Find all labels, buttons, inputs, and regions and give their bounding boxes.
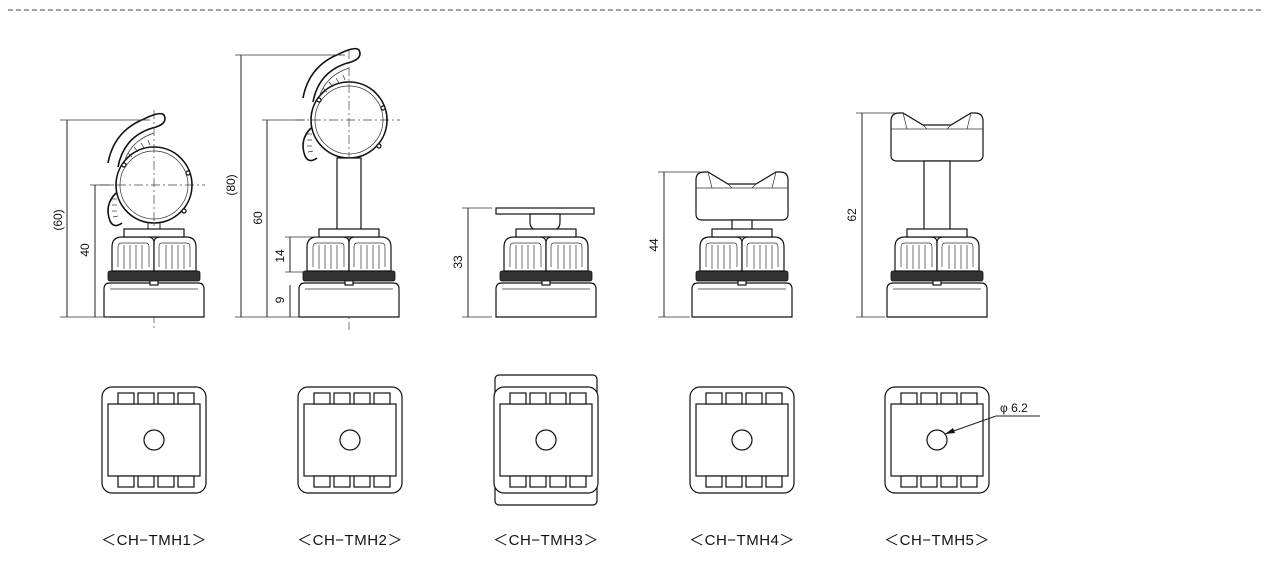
tmh1-dim-60: (60) [51, 209, 65, 230]
tmh2-top-view [297, 386, 403, 494]
tmh2-dim-14: 14 [273, 249, 287, 263]
label-tmh2: ＜CH−TMH2＞ [297, 532, 403, 549]
tmh2-dim-60: 60 [251, 211, 265, 225]
label-tmh5: ＜CH−TMH5＞ [884, 532, 990, 549]
tmh4-side-view: 44 [647, 171, 793, 318]
tmh2-dim-80: (80) [224, 174, 238, 195]
tmh3-dim-33: 33 [451, 255, 465, 269]
tmh5-dim-62: 62 [845, 208, 859, 222]
tmh2-dim-9: 9 [273, 296, 287, 303]
tmh4-top-view [689, 386, 795, 494]
tmh3-side-view: 33 [451, 207, 597, 318]
tmh1-dim-40: 40 [78, 243, 92, 257]
tmh1-top-view [101, 386, 207, 494]
label-tmh1: ＜CH−TMH1＞ [101, 532, 207, 549]
label-tmh4: ＜CH−TMH4＞ [689, 532, 795, 549]
hole-diameter-callout: φ 6.2 [1000, 401, 1028, 415]
label-tmh3: ＜CH−TMH3＞ [493, 532, 599, 549]
tmh4-dim-44: 44 [647, 238, 661, 252]
tmh5-top-view: φ 6.2 [884, 386, 1040, 494]
tmh5-side-view: 62 [845, 112, 988, 318]
tmh2-side-view: (80) 60 14 9 [224, 47, 400, 330]
tmh3-top-view [493, 374, 599, 506]
tmh1-side-view: (60) 40 [51, 110, 205, 330]
